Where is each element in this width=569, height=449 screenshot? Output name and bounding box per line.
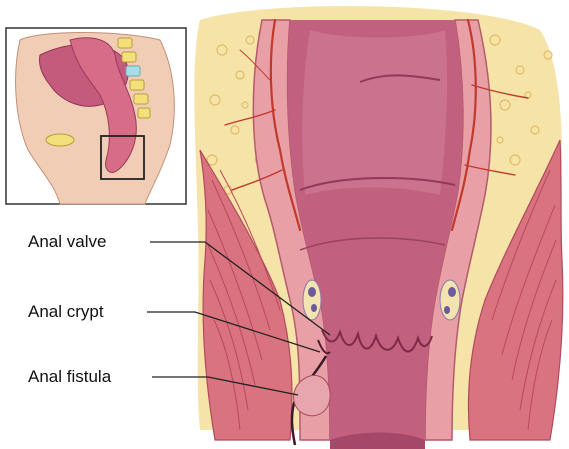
label-anal-valve: Anal valve	[28, 232, 106, 252]
inset-pubic-bone	[46, 134, 74, 146]
inset-overview	[6, 28, 186, 204]
lumen-highlight	[302, 30, 447, 195]
label-anal-fistula: Anal fistula	[28, 367, 111, 387]
label-anal-crypt: Anal crypt	[28, 302, 104, 322]
main-cross-section	[194, 6, 562, 449]
